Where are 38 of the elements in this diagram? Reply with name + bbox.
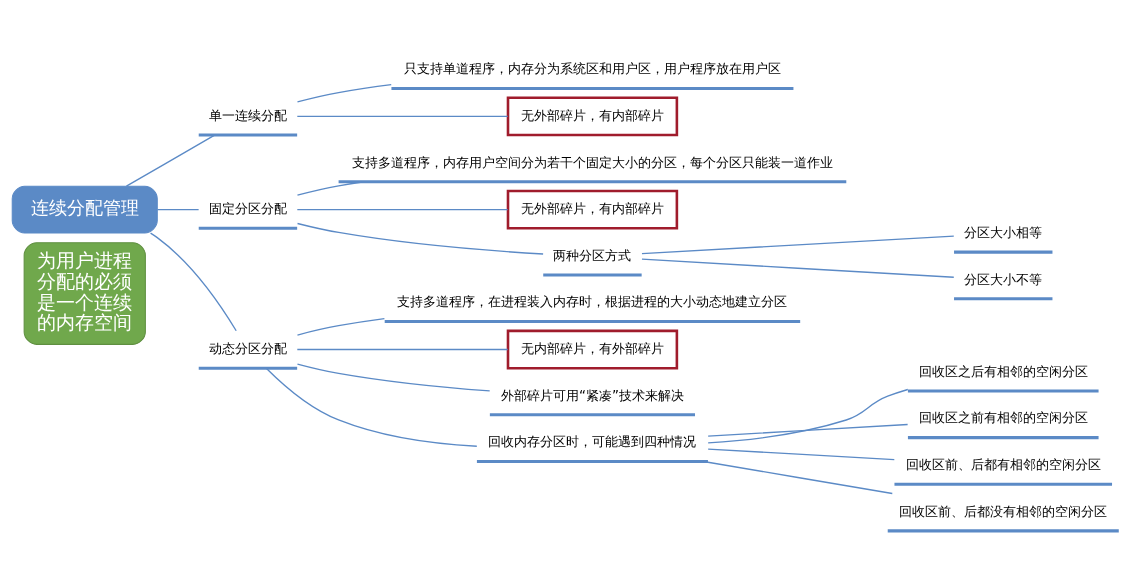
connector <box>296 348 509 351</box>
node-box: 无外部碎片，有内部碎片 <box>506 189 679 230</box>
connector <box>265 367 478 447</box>
node-box: 连续分配管理 <box>11 185 158 234</box>
node-text: 分区大小相等 <box>964 225 1043 241</box>
connector <box>296 222 544 255</box>
connector <box>296 115 509 118</box>
node-text: 固定分区分配 <box>208 201 287 217</box>
node-text: 回收区之后有相邻的空闲分区 <box>918 363 1088 379</box>
connector <box>156 209 200 211</box>
node-text: 单一连续分配 <box>208 107 287 123</box>
node-box: 无外部碎片，有内部碎片 <box>506 96 679 137</box>
connector <box>296 363 491 392</box>
node-text: 回收区前、后都有相邻的空闲分区 <box>905 457 1101 473</box>
node-text: 动态分区分配 <box>208 341 287 357</box>
connector <box>296 318 386 336</box>
node-text: 只支持单道程序，内存分为系统区和用户区，用户程序放在用户区 <box>403 61 781 77</box>
node-box: 为用户进程分配的必须是一个连续的内存空间 <box>23 242 146 345</box>
connector <box>296 181 365 196</box>
connector <box>702 460 893 495</box>
connector <box>707 423 909 437</box>
node-text: 回收区之前有相邻的空闲分区 <box>918 410 1088 426</box>
node-box: 无内部碎片，有外部碎片 <box>506 329 679 370</box>
connector <box>149 232 237 332</box>
node-text: 支持多道程序，在进程装入内存时，根据进程的大小动态地建立分区 <box>397 294 788 310</box>
connector <box>296 209 509 211</box>
node-text: 分区大小不等 <box>964 271 1043 287</box>
connector <box>707 388 909 444</box>
node-text: 回收区前、后都没有相邻的空闲分区 <box>899 503 1108 519</box>
node-text: 支持多道程序，内存用户空间分为若干个固定大小的分区，每个分区只能装一道作业 <box>351 154 833 170</box>
connector <box>641 258 955 278</box>
connector <box>296 84 392 103</box>
node-text: 外部碎片可用“紧凑”技术来解决 <box>500 387 684 403</box>
connector <box>707 448 895 461</box>
node-text: 两种分区方式 <box>553 247 632 263</box>
connector <box>125 134 216 187</box>
node-text: 回收内存分区时，可能遇到四种情况 <box>488 434 697 450</box>
connector <box>641 235 955 255</box>
